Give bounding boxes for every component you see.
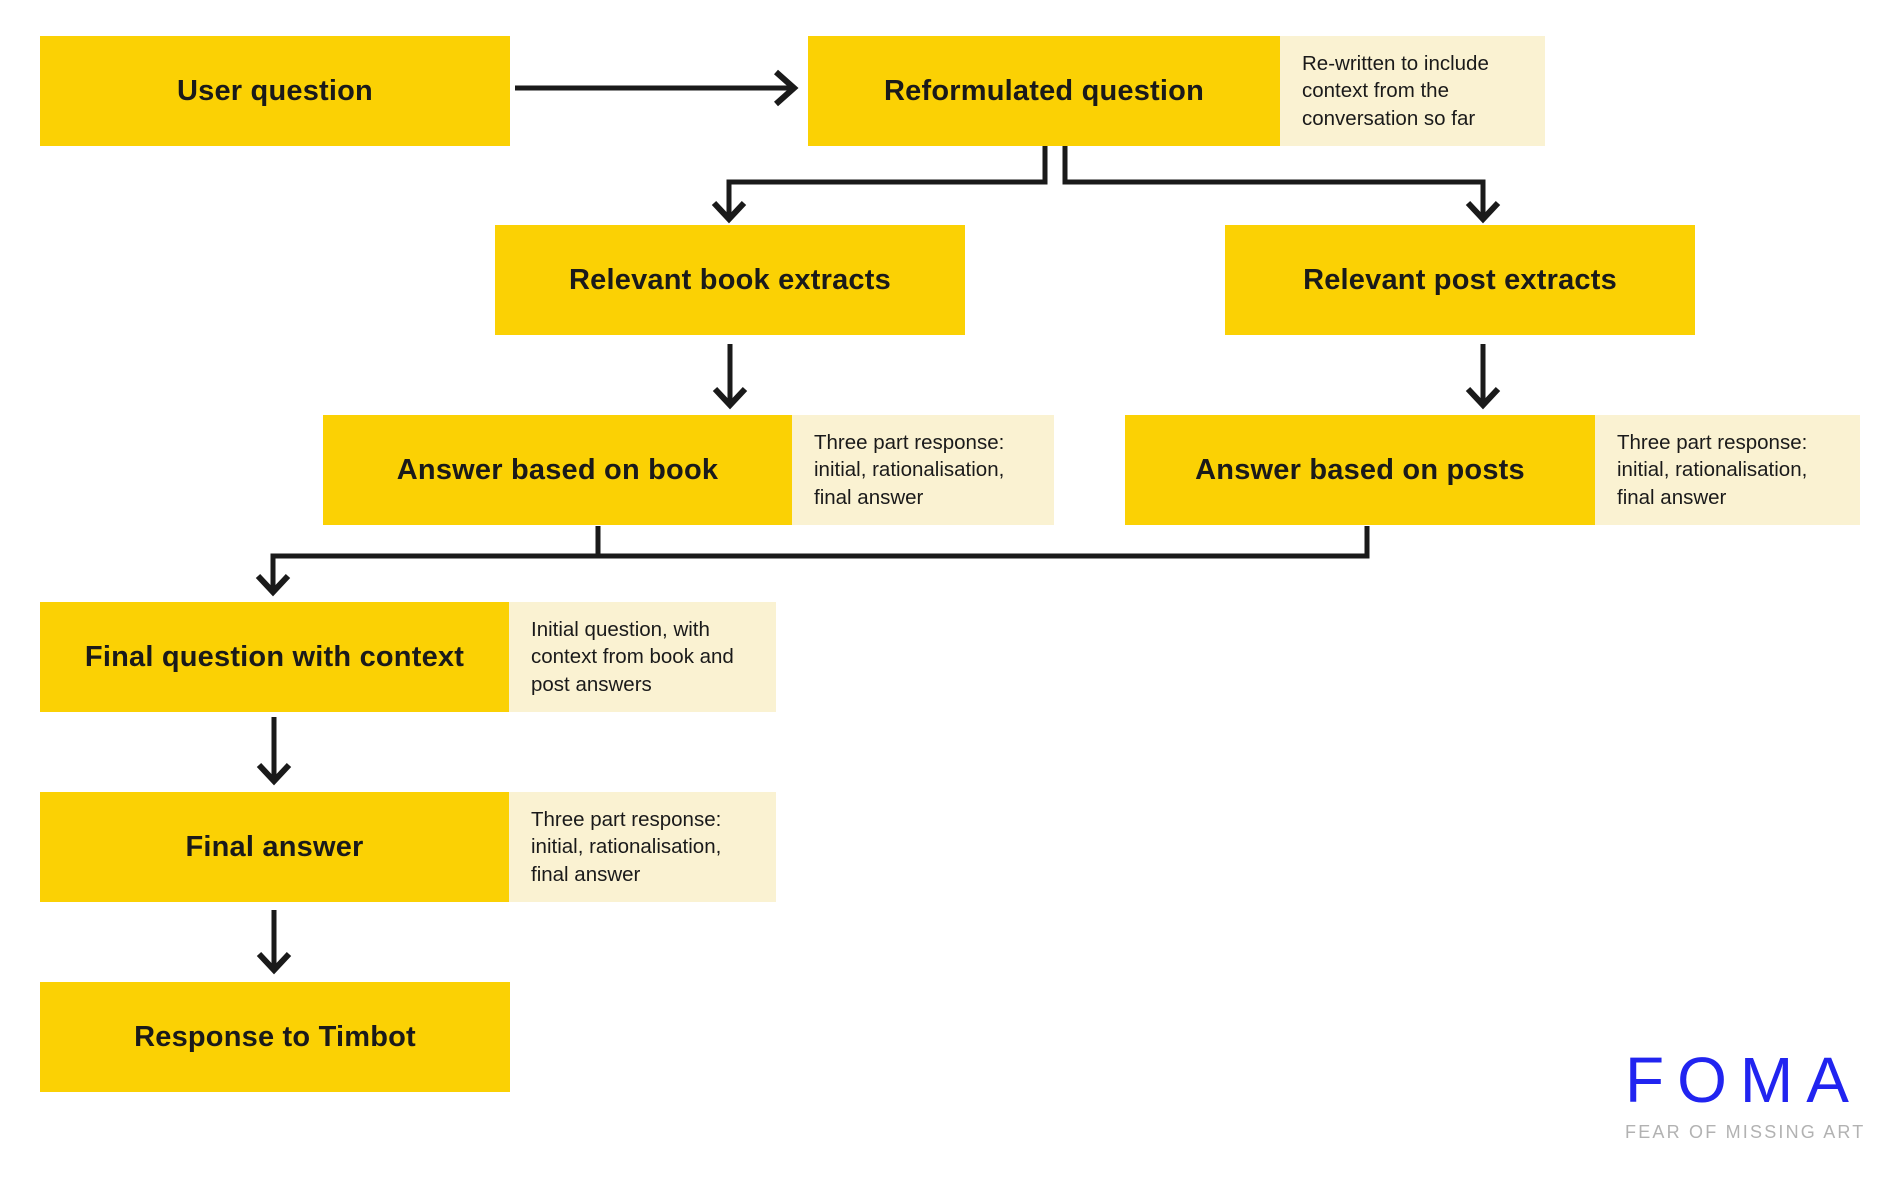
annotation-answer-based-on-book: Three part response: initial, rationalis… [792, 415, 1054, 525]
connector-answers-merge-icon [255, 526, 1370, 597]
node-relevant-book-extracts: Relevant book extracts [495, 225, 965, 335]
node-reformulated-question: Reformulated question [808, 36, 1280, 146]
node-answer-based-on-posts: Answer based on posts [1125, 415, 1595, 525]
foma-tagline: FEAR OF MISSING ART [1625, 1122, 1866, 1142]
annotation-final-answer: Three part response: initial, rationalis… [509, 792, 776, 902]
arrow-user-to-reformulated-icon [515, 69, 799, 107]
annotation-reformulated-question: Re-written to include context from the c… [1280, 36, 1545, 146]
node-answer-based-on-book: Answer based on book [323, 415, 792, 525]
annotation-answer-based-on-posts: Three part response: initial, rationalis… [1595, 415, 1860, 525]
foma-logo: FOMA FEAR OF MISSING ART [1625, 1048, 1865, 1143]
connector-reformulated-to-post-extracts-icon [1062, 145, 1501, 224]
node-final-answer: Final answer [40, 792, 509, 902]
arrow-final-question-to-final-answer-icon [256, 717, 292, 786]
arrow-post-extracts-to-answer-icon [1465, 344, 1501, 410]
node-user-question: User question [40, 36, 510, 146]
arrow-final-answer-to-response-icon [256, 910, 292, 975]
node-response-to-timbot: Response to Timbot [40, 982, 510, 1092]
connector-reformulated-to-book-extracts-icon [711, 145, 1048, 224]
foma-wordmark: FOMA [1625, 1044, 1862, 1116]
node-relevant-post-extracts: Relevant post extracts [1225, 225, 1695, 335]
annotation-final-question: Initial question, with context from book… [509, 602, 776, 712]
arrow-book-extracts-to-answer-icon [712, 344, 748, 410]
node-final-question-with-context: Final question with context [40, 602, 509, 712]
